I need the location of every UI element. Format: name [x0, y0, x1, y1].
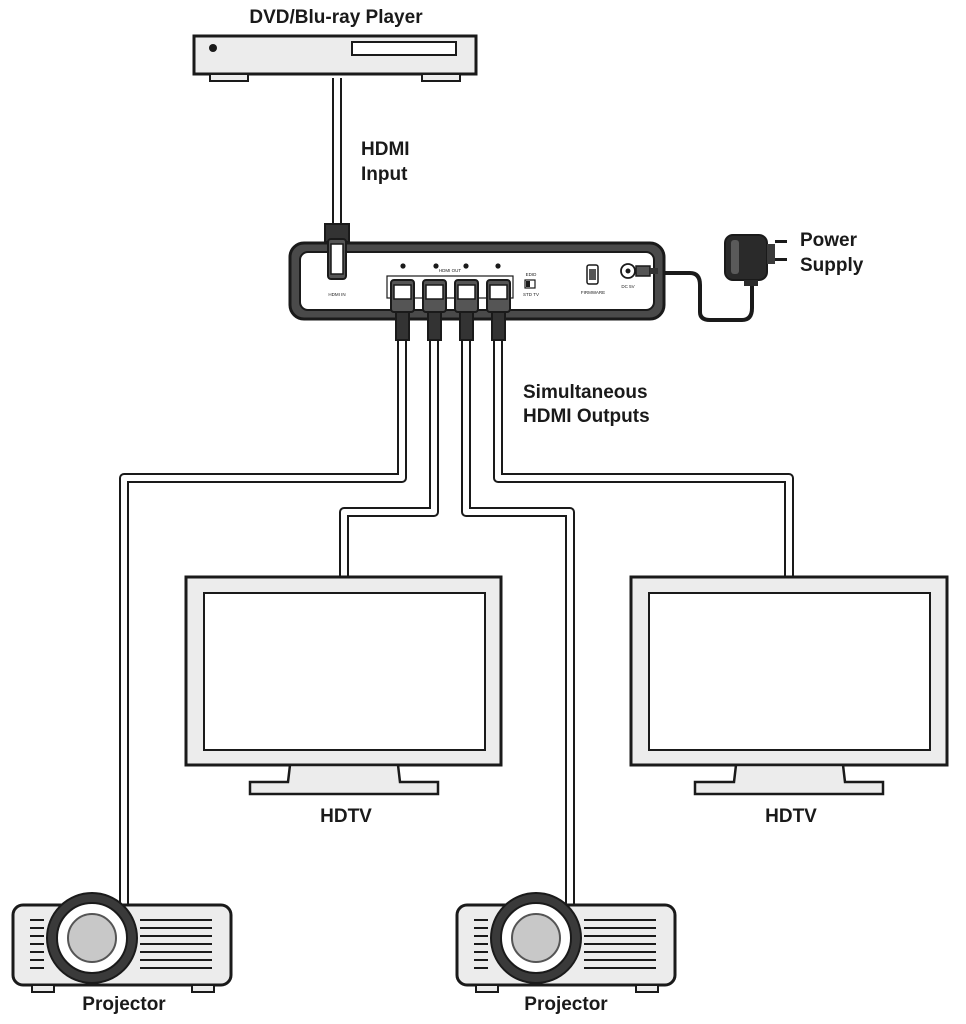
- hdtv-left-label: HDTV: [320, 806, 372, 827]
- hdmi-cables: [119, 78, 794, 905]
- firmware-label: FIRMWARE: [581, 290, 605, 295]
- hdmi-in-plug: [324, 223, 350, 280]
- output-cable-4: [493, 340, 794, 580]
- projector-left: [11, 892, 233, 993]
- hdmi-input-label-line2: Input: [361, 164, 408, 185]
- hdmi-out-plug-4: [486, 279, 511, 341]
- hdtv-left: [184, 575, 503, 796]
- hdtv-left-screen: [203, 592, 486, 751]
- power-cable: [656, 271, 754, 322]
- hdtv-right: [629, 575, 949, 796]
- output-cable-2: [339, 340, 439, 580]
- hdmi-out-plugs: [390, 279, 511, 341]
- projector-right-lens: [511, 913, 561, 963]
- outputs-label-line1: Simultaneous: [523, 382, 648, 403]
- projector-right-label: Projector: [524, 994, 608, 1015]
- hdmi-splitter: HDMI IN HDMI OUT: [288, 223, 666, 341]
- edid-label: EDID: [526, 272, 538, 277]
- projector-left-lens: [67, 913, 117, 963]
- hdtv-right-label: HDTV: [765, 806, 817, 827]
- hdmi-out-port-label: HDMI OUT: [439, 268, 461, 273]
- dc5v-label: DC 5V: [621, 284, 634, 289]
- source-label: DVD/Blu-ray Player: [249, 7, 423, 28]
- std-tv-label: STD TV: [523, 292, 539, 297]
- hdmi-out-plug-2: [422, 279, 447, 341]
- outputs-label-line2: HDMI Outputs: [523, 406, 650, 427]
- hdmi-out-plug-3: [454, 279, 479, 341]
- player-disc-tray: [351, 41, 457, 56]
- hdmi-out-plug-1: [390, 279, 415, 341]
- dvd-bluray-player: [192, 34, 478, 82]
- power-label-line1: Power: [800, 230, 858, 251]
- hdtv-right-screen: [648, 592, 931, 751]
- projector-left-label: Projector: [82, 994, 166, 1015]
- hdmi-input-label-line1: HDMI: [361, 139, 410, 160]
- power-label-line2: Supply: [800, 255, 864, 276]
- projector-right: [455, 892, 677, 993]
- player-power-led: [209, 44, 217, 52]
- power-adapter: [724, 234, 787, 286]
- hdmi-in-port-label: HDMI IN: [328, 292, 345, 297]
